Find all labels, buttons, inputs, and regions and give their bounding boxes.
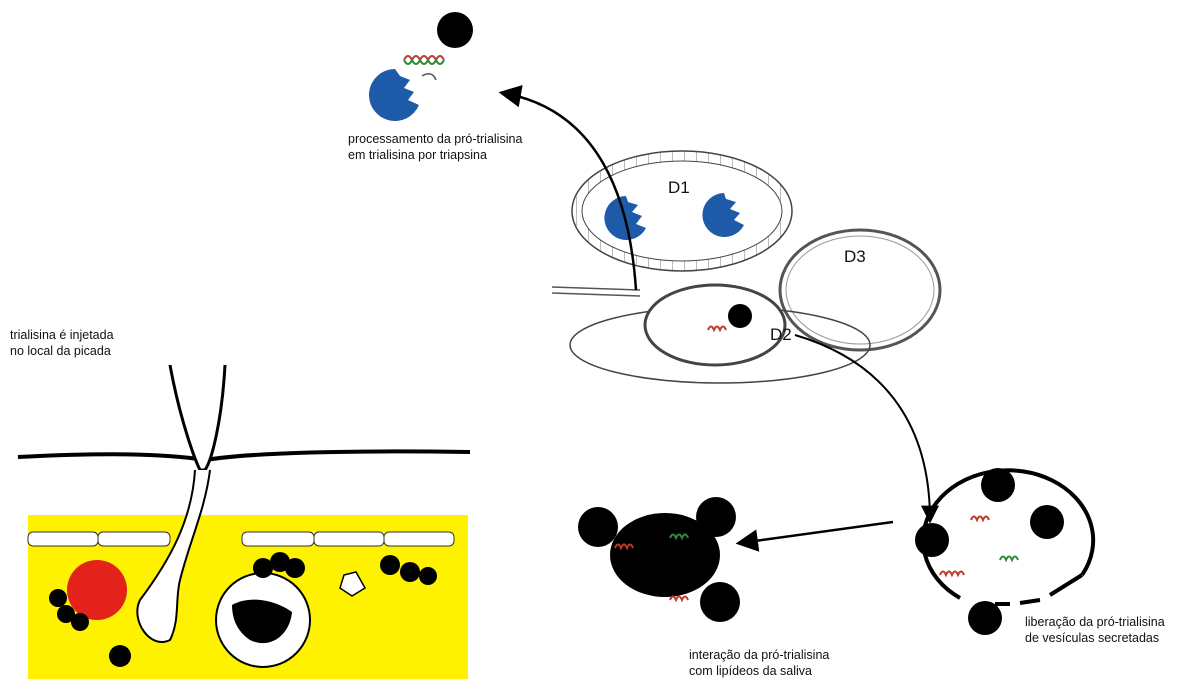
arrow-to-release bbox=[794, 334, 939, 524]
release-caption: liberação da pró-trialisina de vesículas… bbox=[1025, 614, 1165, 646]
release-caption-line-2: de vesículas secretadas bbox=[1025, 631, 1160, 645]
vesicle-icon bbox=[1030, 505, 1064, 539]
injected-caption-line-1: trialisina é injetada bbox=[10, 328, 114, 342]
release-caption-line-1: liberação da pró-trialisina bbox=[1025, 615, 1165, 629]
vesicle-icon bbox=[578, 507, 618, 547]
interaction-caption-line-1: interação da pró-trialisina bbox=[689, 648, 830, 662]
salivary-glands: D1 D3 D2 bbox=[551, 150, 942, 384]
interaction-caption: interação da pró-trialisina com lipídeos… bbox=[689, 647, 829, 679]
gland-label-d3: D3 bbox=[844, 247, 866, 266]
bite-site bbox=[17, 364, 471, 679]
vesicle-icon bbox=[915, 523, 949, 557]
injected-caption: trialisina é injetada no local da picada bbox=[10, 327, 114, 359]
triapsin-enzyme-icon bbox=[702, 193, 744, 237]
vesicle-icon bbox=[728, 304, 752, 328]
vesicle-icon bbox=[700, 582, 740, 622]
secretory-vesicle bbox=[915, 468, 1096, 635]
arrow-to-processing bbox=[498, 85, 638, 291]
arrow-to-interaction bbox=[735, 520, 894, 552]
interaction-caption-line-2: com lipídeos da saliva bbox=[689, 664, 812, 678]
processing-caption-line-1: processamento da pró-trialisina bbox=[348, 132, 523, 146]
processing-caption: processamento da pró-trialisina em trial… bbox=[348, 131, 522, 163]
injected-caption-line-2: no local da picada bbox=[10, 344, 111, 358]
helix-peptide-icon bbox=[403, 55, 445, 81]
processing-illustration bbox=[369, 12, 473, 121]
lipid-interaction-cluster bbox=[578, 497, 740, 622]
processing-caption-line-2: em trialisina por triapsina bbox=[348, 148, 487, 162]
proboscis bbox=[168, 364, 227, 472]
gland-label-d1: D1 bbox=[668, 178, 690, 197]
gland-label-d2: D2 bbox=[770, 325, 792, 344]
vesicle-icon bbox=[437, 12, 473, 48]
red-blood-cell-icon bbox=[67, 560, 127, 620]
vesicle-icon bbox=[696, 497, 736, 537]
gland-d2 bbox=[643, 283, 787, 367]
vesicle-cluster bbox=[49, 552, 437, 667]
vesicle-icon bbox=[968, 601, 1002, 635]
triapsin-enzyme-icon bbox=[369, 69, 419, 121]
vesicle-icon bbox=[981, 468, 1015, 502]
epidermis-cells bbox=[27, 531, 455, 547]
